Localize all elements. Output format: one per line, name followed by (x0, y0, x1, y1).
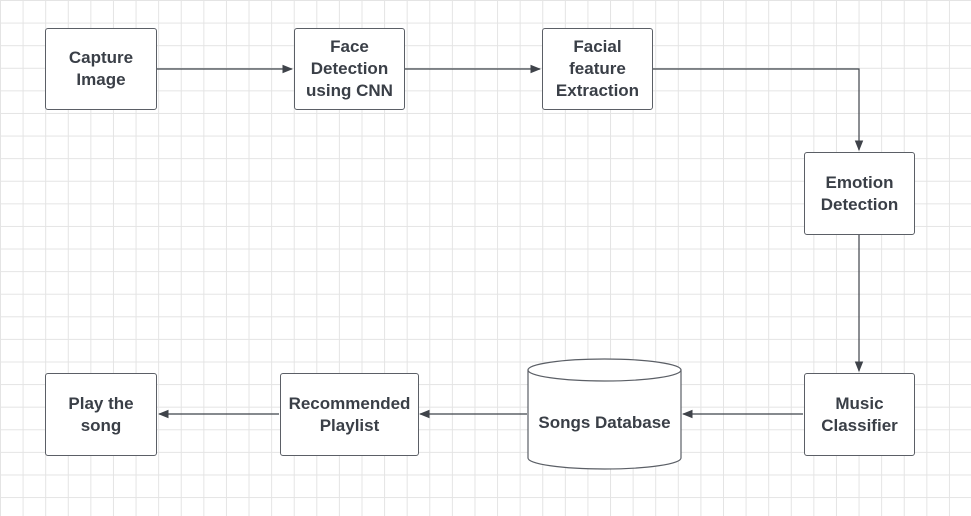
node-music-classifier[interactable]: Music Classifier (804, 373, 915, 456)
node-recommended-playlist[interactable]: Recommended Playlist (280, 373, 419, 456)
node-recommended-playlist-label: Recommended Playlist (288, 393, 411, 435)
node-songs-database-label: Songs Database (538, 413, 671, 432)
database-cylinder-shape (527, 358, 682, 470)
node-music-classifier-label: Music Classifier (821, 393, 898, 435)
node-play-the-song-label: Play the song (68, 393, 134, 435)
node-face-detection-label: Face Detection using CNN (306, 37, 393, 100)
node-capture-image-label: Capture Image (68, 48, 134, 89)
node-emotion-detection[interactable]: Emotion Detection (804, 152, 915, 235)
node-feature-extraction-label: Facial feature Extraction (555, 37, 640, 100)
node-feature-extraction[interactable]: Facial feature Extraction (542, 28, 653, 110)
node-emotion-detection-label: Emotion Detection (820, 172, 899, 214)
node-face-detection[interactable]: Face Detection using CNN (294, 28, 405, 110)
node-capture-image[interactable]: Capture Image (45, 28, 157, 110)
node-songs-database[interactable]: Songs Database (528, 401, 681, 445)
node-play-the-song[interactable]: Play the song (45, 373, 157, 456)
edge-feature-extraction-to-emotion (653, 68, 864, 152)
